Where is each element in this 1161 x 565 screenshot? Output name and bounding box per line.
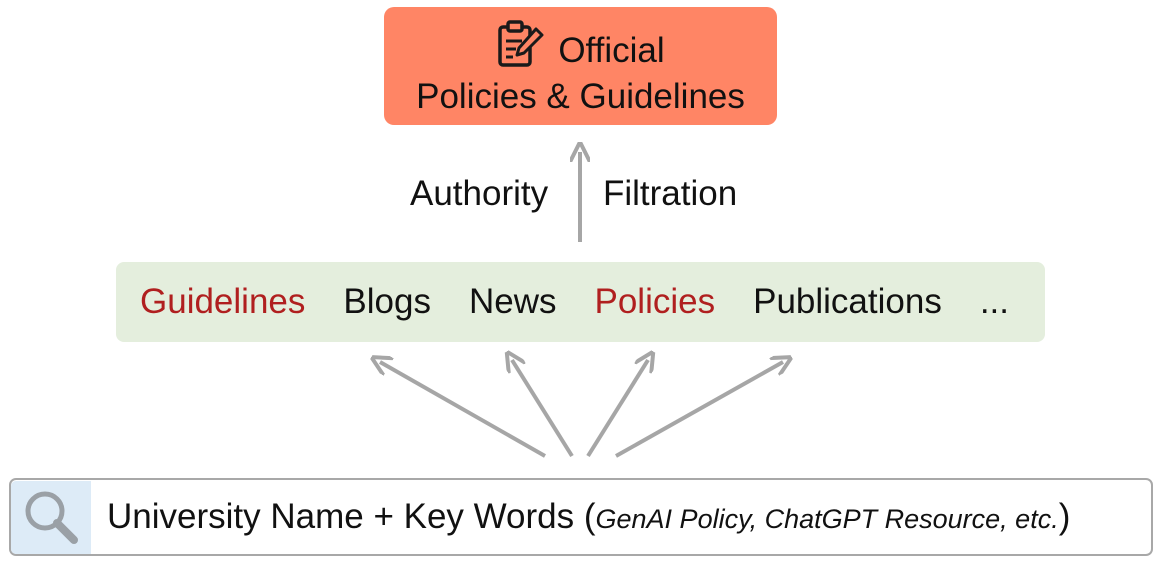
authority-label: Authority [410,174,549,213]
category-guidelines: Guidelines [140,282,306,321]
category-blogs: Blogs [343,282,431,321]
query-paren-open: ( [583,497,596,536]
search-arrow-1 [380,362,546,458]
search-arrow-4 [615,362,783,458]
query-main-text: University Name + Key Words [107,497,584,536]
search-arrow-3 [586,360,648,458]
source-categories-box: Guidelines Blogs News Policies Publicati… [116,262,1045,342]
category-news: News [468,282,557,321]
search-query-bar: University Name + Key Words (GenAI Polic… [9,478,1153,556]
clipboard-edit-icon [496,19,544,78]
search-query: University Name + Key Words (GenAI Polic… [107,497,1070,537]
query-examples: GenAI Policy, ChatGPT Resource, etc. [595,504,1059,534]
search-arrow-2 [512,360,574,458]
category-more: ... [979,282,1010,321]
official-policies-box: Official Policies & Guidelines [384,7,777,125]
top-box-title-line2: Policies & Guidelines [416,77,745,116]
top-box-title-line1: Official [384,20,777,78]
query-paren-close: ) [1058,497,1071,536]
filtration-label: Filtration [603,174,738,213]
category-policies: Policies [594,282,716,321]
category-publications: Publications [753,282,942,321]
search-icon [11,480,91,554]
